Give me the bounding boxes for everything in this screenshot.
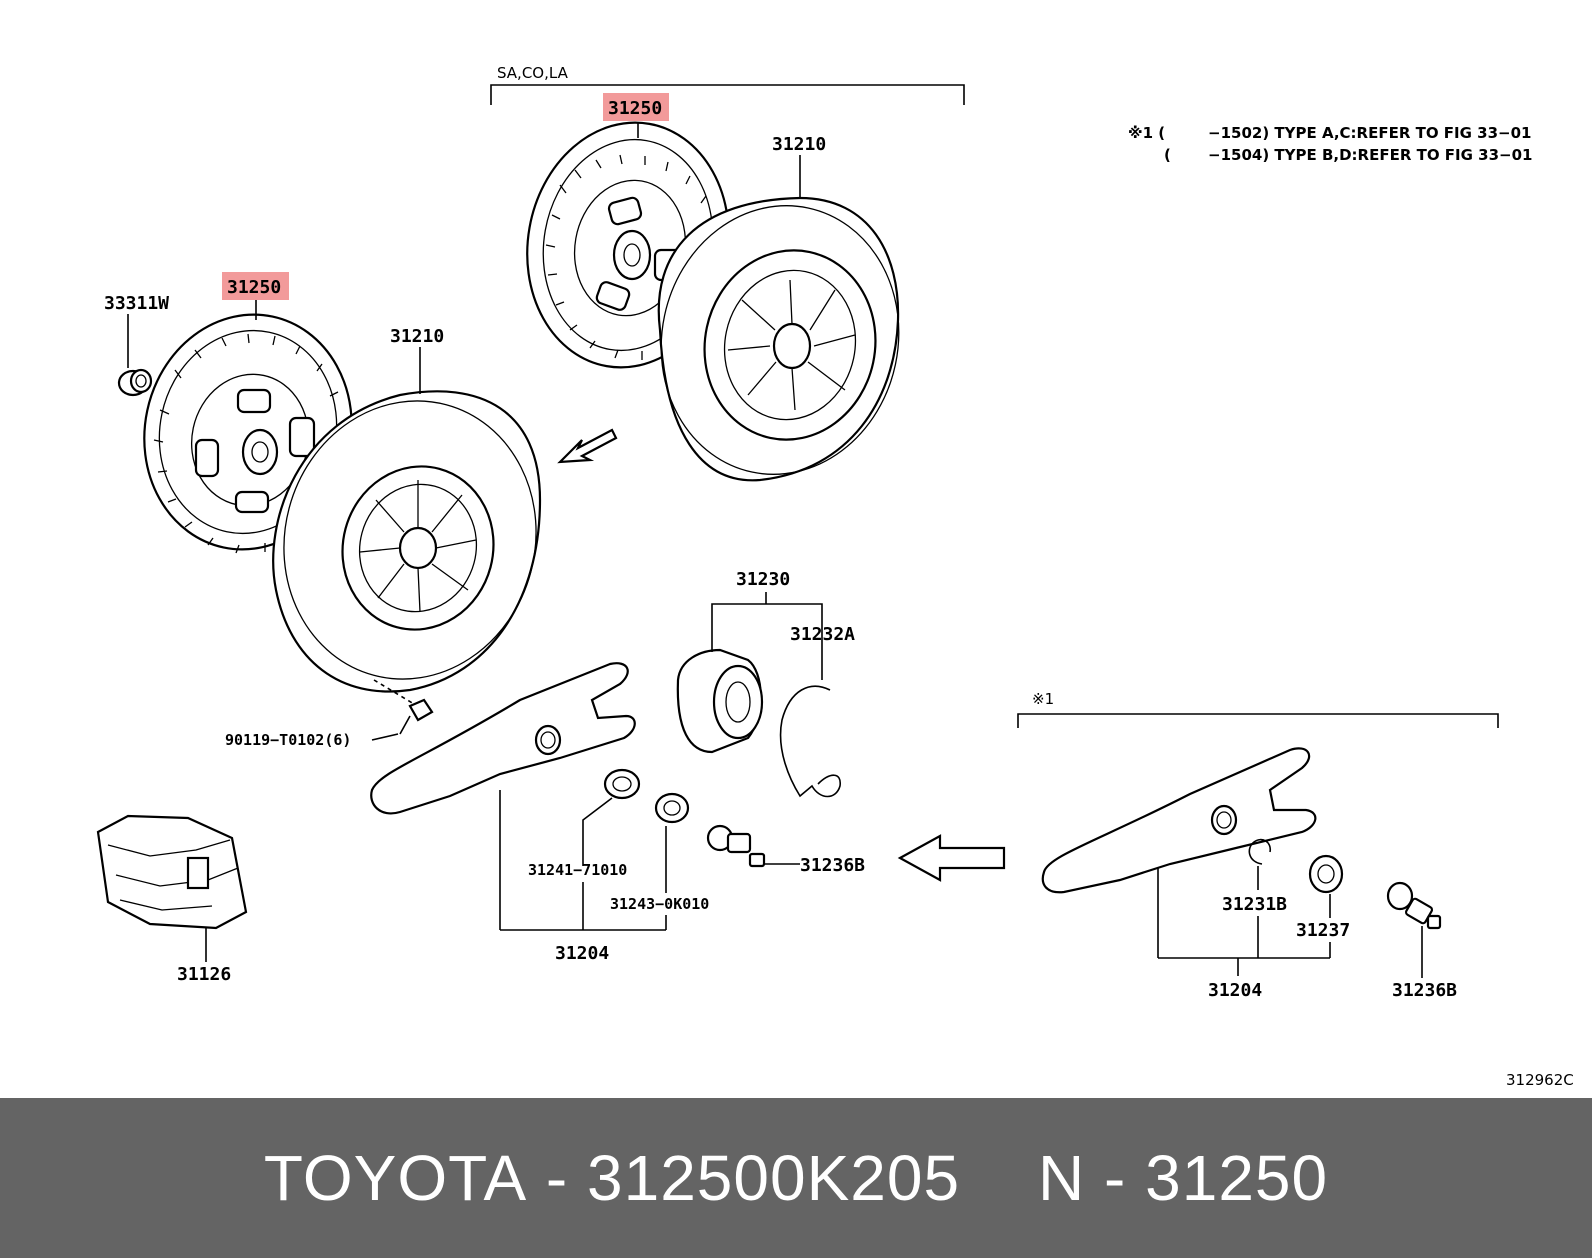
label-boot: 31126 — [177, 964, 231, 985]
label-pivot-left: 31236B — [800, 855, 865, 876]
footer-brand: TOYOTA — [263, 1142, 528, 1214]
reference-notes: ※1 ( −1502) TYPE A,C:REFER TO FIG 33−01 … — [1128, 124, 1532, 164]
cover-bolt — [373, 679, 434, 735]
fork-boot-left — [603, 768, 641, 800]
release-fork-left — [370, 662, 636, 815]
parts-diagram: SA,CO,LA ※1 ( −1502) TYPE A,C:REFER TO F… — [96, 64, 1574, 1089]
clutch-cover-left — [272, 390, 542, 693]
release-boot — [96, 814, 248, 930]
label-bushing-right: 31237 — [1296, 920, 1350, 941]
label-bushing-left: 31243−0K010 — [610, 895, 709, 913]
top-group-bracket: SA,CO,LA — [490, 64, 965, 105]
group-note-label: ※1 — [1032, 690, 1054, 708]
label-bolt: 90119−T0102(6) — [225, 731, 351, 749]
footer-separator-2: - — [1104, 1142, 1127, 1214]
label-fork-clip: 31231B — [1222, 894, 1287, 915]
note-2-ref: ( — [1164, 146, 1171, 164]
label-fork-left: 31204 — [555, 943, 609, 964]
note-1-ref: ※1 ( — [1128, 124, 1165, 142]
pilot-bearing — [117, 368, 153, 397]
footer-separator-1: - — [545, 1142, 569, 1214]
arrow-right-to-left — [897, 834, 1006, 882]
arrow-top-to-left — [557, 428, 618, 464]
fork-clip — [1248, 838, 1272, 865]
label-pilot-bearing: 33311W — [104, 293, 169, 314]
label-fork-right: 31204 — [1208, 980, 1262, 1001]
highlight-disc-left — [222, 272, 289, 300]
group-top-label: SA,CO,LA — [497, 64, 569, 82]
label-pivot-right: 31236B — [1392, 980, 1457, 1001]
figure-code: 312962C — [1506, 1071, 1574, 1089]
fork-bushing-left — [654, 792, 690, 824]
part-number-footer: TOYOTA - 312500K205 N - 31250 — [0, 1098, 1592, 1258]
pivot-left — [706, 824, 800, 868]
label-fork-boot-left: 31241−71010 — [528, 861, 627, 879]
label-hub-clip: 31232A — [790, 624, 855, 645]
label-bearing-hub: 31230 — [736, 569, 790, 590]
pivot-right — [1386, 881, 1442, 930]
label-cover-top: 31210 — [772, 134, 826, 155]
highlight-disc-top — [603, 93, 669, 121]
footer-n-label: N — [1038, 1142, 1086, 1214]
release-bearing-hub — [676, 648, 764, 754]
note-1-text: −1502) TYPE A,C:REFER TO FIG 33−01 — [1208, 124, 1532, 142]
footer-part-number: 312500K205 — [587, 1142, 961, 1214]
right-group-bracket: ※1 — [1017, 690, 1499, 728]
label-disc-top: 31250 — [608, 98, 662, 119]
label-disc-left: 31250 — [227, 277, 281, 298]
footer-n-value: 31250 — [1145, 1142, 1329, 1214]
clutch-cover-top — [657, 196, 900, 482]
fork-bushing-right — [1308, 854, 1344, 894]
label-cover-left: 31210 — [390, 326, 444, 347]
hub-clip — [779, 685, 841, 798]
release-fork-right — [1041, 747, 1317, 894]
note-2-text: −1504) TYPE B,D:REFER TO FIG 33−01 — [1208, 146, 1532, 164]
